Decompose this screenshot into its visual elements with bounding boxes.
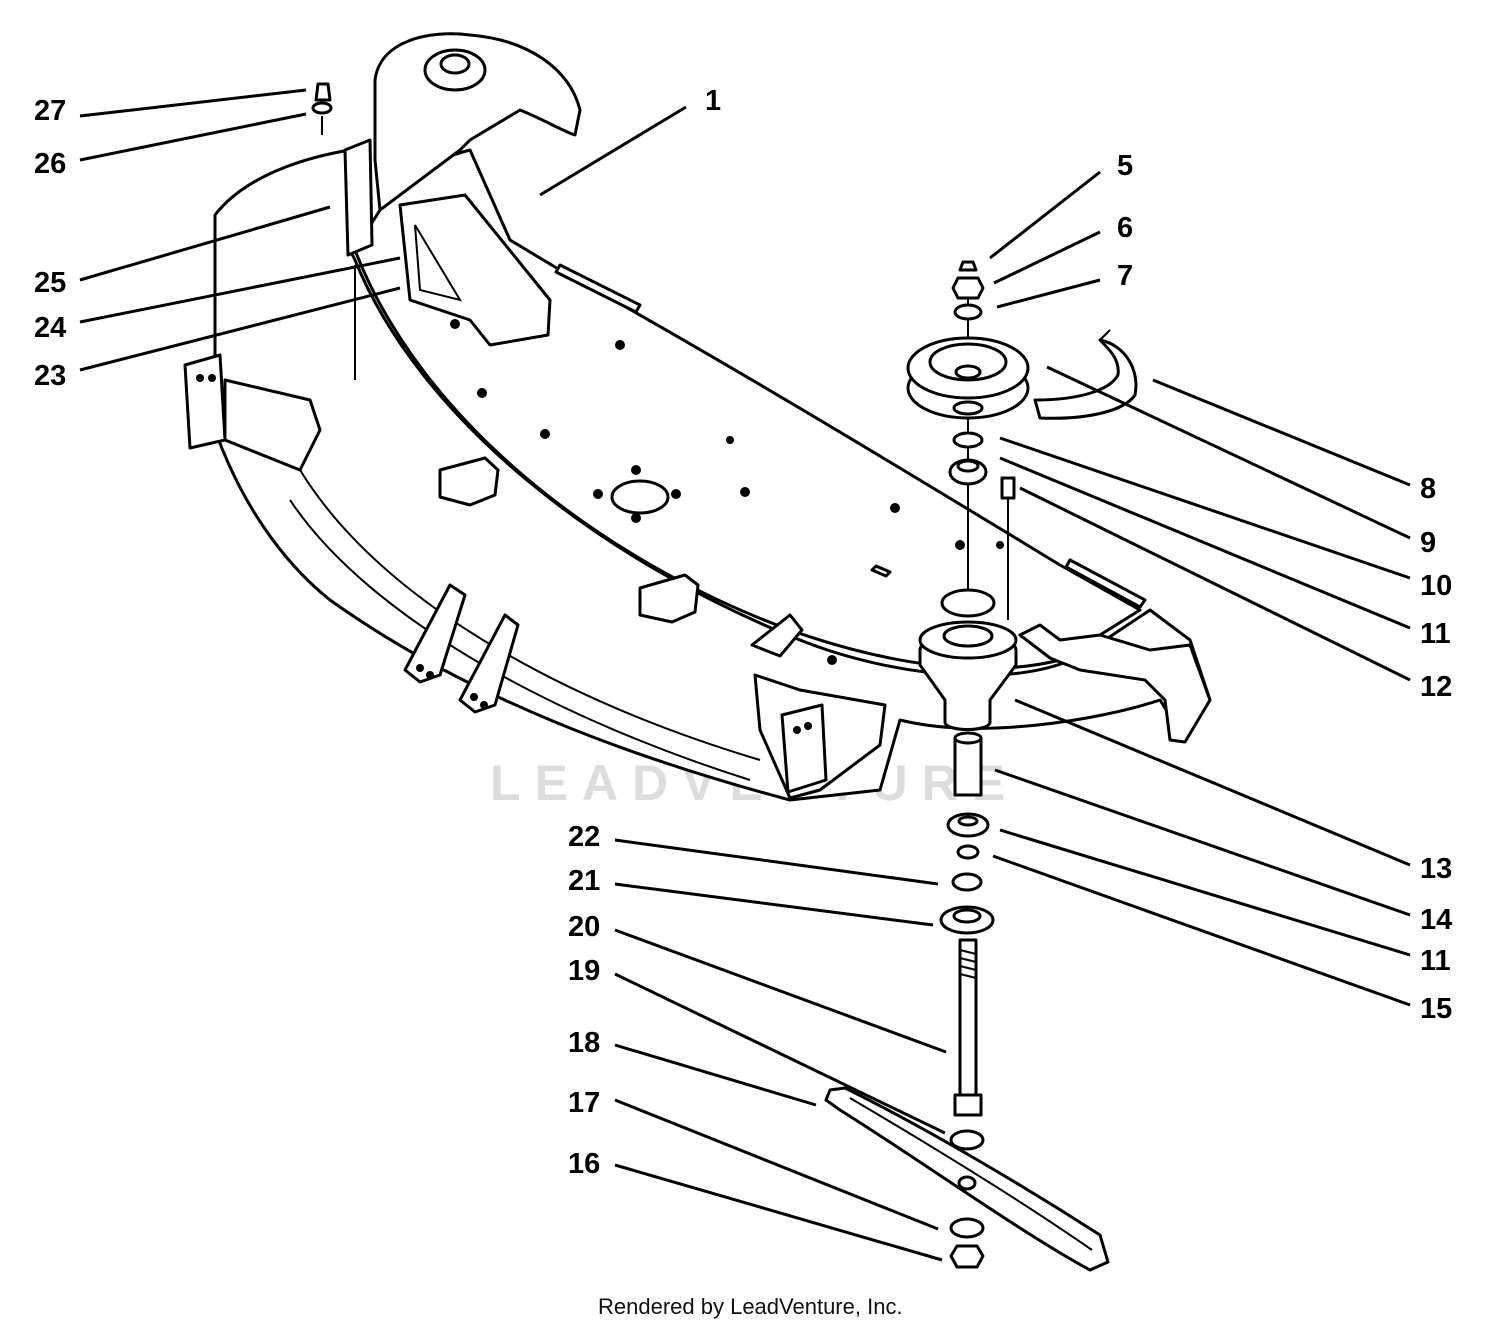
- callout-23: 23: [34, 360, 66, 392]
- callout-17: 17: [568, 1087, 600, 1119]
- callout-16: 16: [568, 1148, 600, 1180]
- callout-26: 26: [34, 148, 66, 180]
- leader-lines: [79, 88, 1411, 1262]
- callout-22: 22: [568, 821, 600, 853]
- callout-6: 6: [1117, 212, 1133, 244]
- callout-25: 25: [34, 267, 66, 299]
- callout-11-upper: 11: [1420, 618, 1451, 650]
- callout-10: 10: [1420, 570, 1452, 602]
- callout-labels: 27 26 25 24 23 1 5 6 7 8 9 10 11 12 13 1…: [34, 85, 1452, 1180]
- footer-credit: Rendered by LeadVenture, Inc.: [598, 1294, 903, 1319]
- callout-5: 5: [1117, 150, 1133, 182]
- callout-14: 14: [1420, 904, 1452, 936]
- spindle-assembly: [824, 260, 1110, 1272]
- callout-13: 13: [1420, 853, 1452, 885]
- callout-27: 27: [34, 95, 66, 127]
- callout-19: 19: [568, 955, 600, 987]
- callout-8: 8: [1420, 473, 1436, 505]
- callout-18: 18: [568, 1027, 600, 1059]
- callout-1: 1: [705, 85, 721, 117]
- callout-20: 20: [568, 911, 600, 943]
- left-hardware: [311, 82, 356, 380]
- callout-21: 21: [568, 865, 600, 897]
- callout-12: 12: [1420, 671, 1452, 703]
- callout-11-lower: 11: [1420, 945, 1451, 977]
- mower-deck-housing: [183, 32, 1212, 802]
- callout-24: 24: [34, 312, 66, 344]
- callout-7: 7: [1117, 260, 1133, 292]
- callout-15: 15: [1420, 993, 1452, 1025]
- callout-9: 9: [1420, 527, 1436, 559]
